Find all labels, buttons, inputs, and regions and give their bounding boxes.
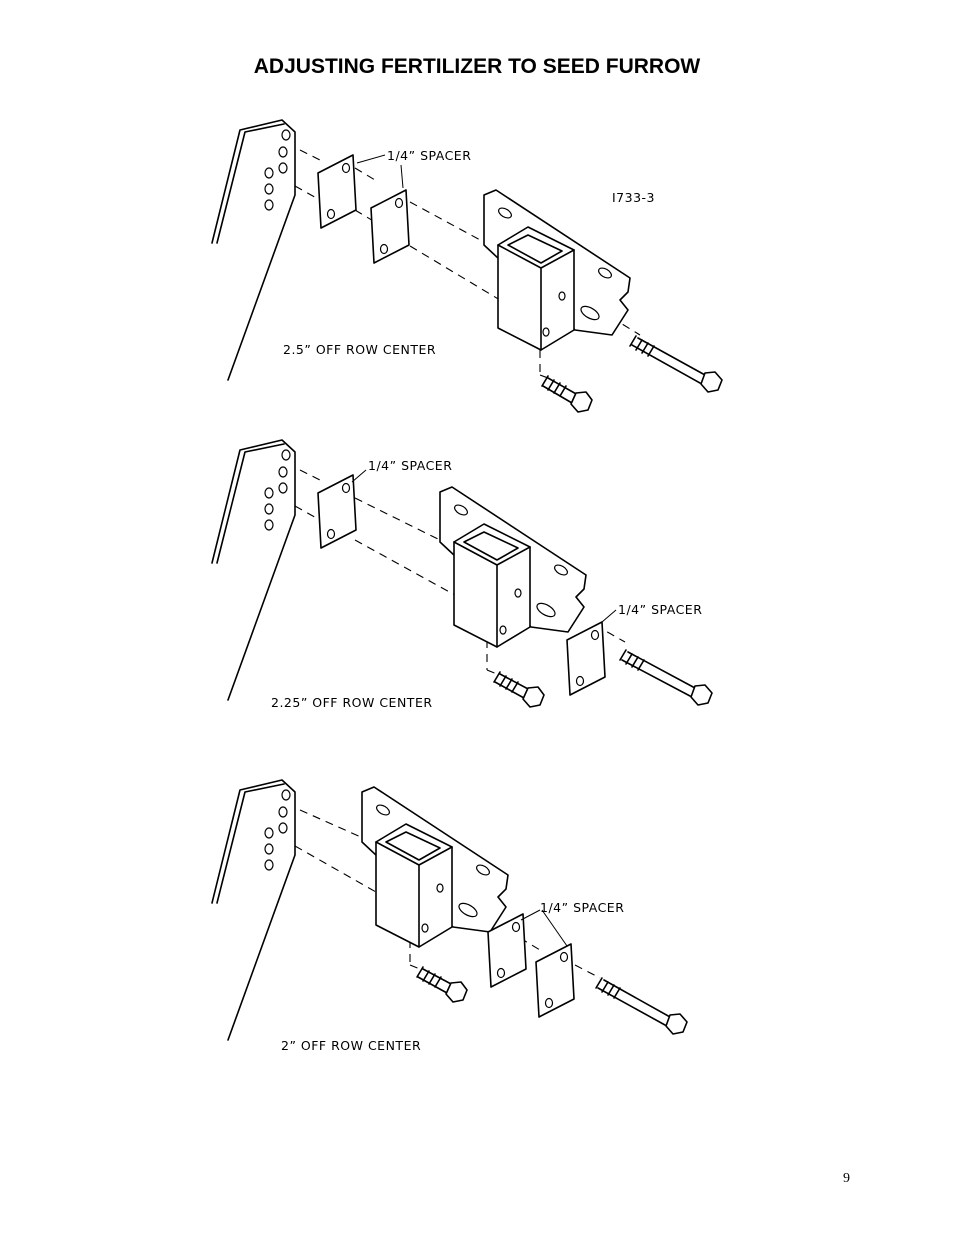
figure-2-offset: 1/4” SPACER 2” OFF ROW CENTER <box>211 779 688 1053</box>
short-bolt <box>541 375 593 413</box>
short-bolt <box>416 966 468 1003</box>
offset-label: 2” OFF ROW CENTER <box>281 1038 421 1053</box>
spacer-plate <box>370 189 410 264</box>
spacer-plate <box>566 621 606 696</box>
figure-2-5-offset: 1/4” SPACER I733-3 2.5” OFF ROW CENTER <box>211 119 723 413</box>
spacer-label: 1/4” SPACER <box>387 148 471 163</box>
fertilizer-bracket <box>483 189 631 351</box>
fertilizer-bracket <box>439 486 587 648</box>
fertilizer-bracket <box>361 786 509 948</box>
shank-arm <box>211 119 296 381</box>
spacer-label: 1/4” SPACER <box>540 900 624 915</box>
shank-arm <box>211 779 296 1041</box>
spacer-plate <box>535 943 575 1018</box>
spacer-plate <box>317 154 357 229</box>
long-bolt <box>595 977 688 1035</box>
page-title: ADJUSTING FERTILIZER TO SEED FURROW <box>253 55 701 78</box>
long-bolt <box>619 649 713 706</box>
spacer-plate <box>487 913 527 988</box>
spacer-plate <box>317 474 357 549</box>
long-bolt <box>629 335 723 393</box>
spacer-label-right: 1/4” SPACER <box>618 602 702 617</box>
page-number: 9 <box>843 1171 850 1186</box>
short-bolt <box>493 671 545 708</box>
spacer-label-top: 1/4” SPACER <box>368 458 452 473</box>
offset-label: 2.25” OFF ROW CENTER <box>271 695 433 710</box>
offset-label: 2.5” OFF ROW CENTER <box>283 342 436 357</box>
part-number: I733-3 <box>612 190 655 205</box>
shank-arm <box>211 439 296 701</box>
figure-2-25-offset: 1/4” SPACER 1/4” SPACER 2.25” OFF ROW CE… <box>211 439 713 710</box>
